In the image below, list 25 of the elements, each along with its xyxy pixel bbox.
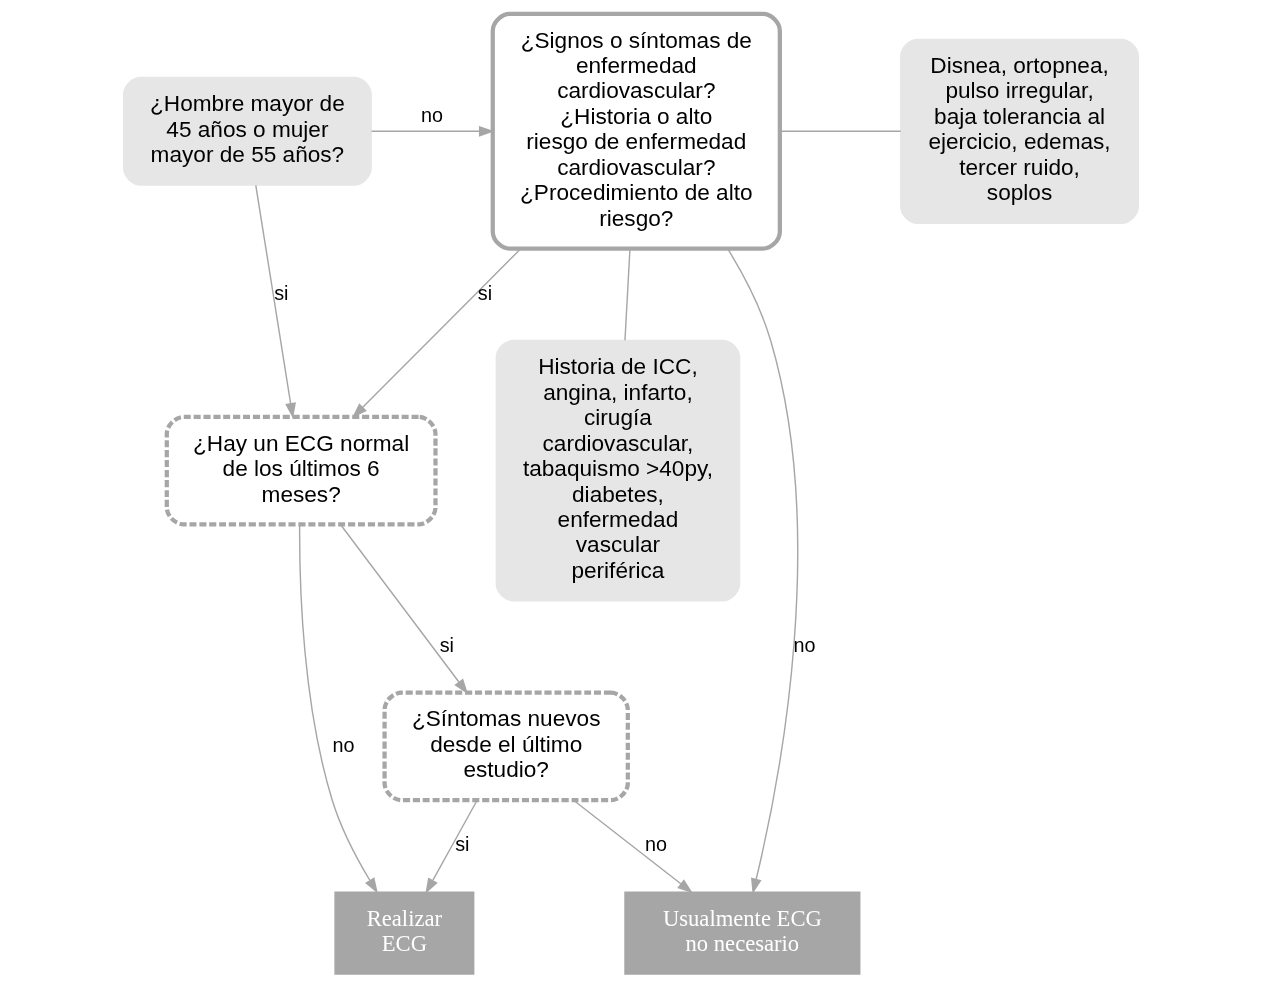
arrow	[727, 248, 799, 894]
edge-label: no	[645, 833, 668, 856]
node-box: ¿Signos o síntomas de enfermedad cardiovascular? ¿Historia o alto riesgo de enfermedad cardiovascular? ¿Procedimiento de alto riesgo?	[490, 11, 782, 251]
connector	[779, 130, 902, 132]
arrow	[425, 799, 478, 894]
edge-label: si	[439, 633, 454, 656]
connector	[624, 248, 631, 341]
node-box: ¿Síntomas nuevos desde el último estudio?	[382, 690, 630, 803]
node-box: ¿Hombre mayor de 45 años o mujer mayor de 55 años?	[122, 76, 372, 186]
node-box: Disnea, ortopnea, pulso irregular, baja tolerancia al ejercicio, edemas, tercer ruido, soplos	[900, 38, 1140, 224]
edge-label: no	[332, 733, 355, 756]
node-box: Historia de ICC, angina, infarto, cirugía cardiovascular, tabaquismo >40py, diabetes, enfermedad vascular periférica	[495, 339, 741, 602]
arrow	[255, 184, 296, 419]
node-box: Usualmente ECG no necesario	[624, 891, 861, 975]
edge-label: si	[477, 281, 493, 304]
arrow	[352, 248, 522, 419]
node-box: ¿Hay un ECG normal de los últimos 6 meses?	[164, 414, 438, 527]
arrow	[298, 523, 378, 894]
arrow	[339, 524, 469, 695]
edge-label: si	[274, 281, 289, 304]
node-box: Realizar ECG	[334, 891, 475, 975]
arrow	[573, 799, 693, 894]
edge-label: no	[793, 633, 816, 656]
edge-label: si	[455, 833, 470, 856]
edge-label: no	[420, 103, 443, 126]
